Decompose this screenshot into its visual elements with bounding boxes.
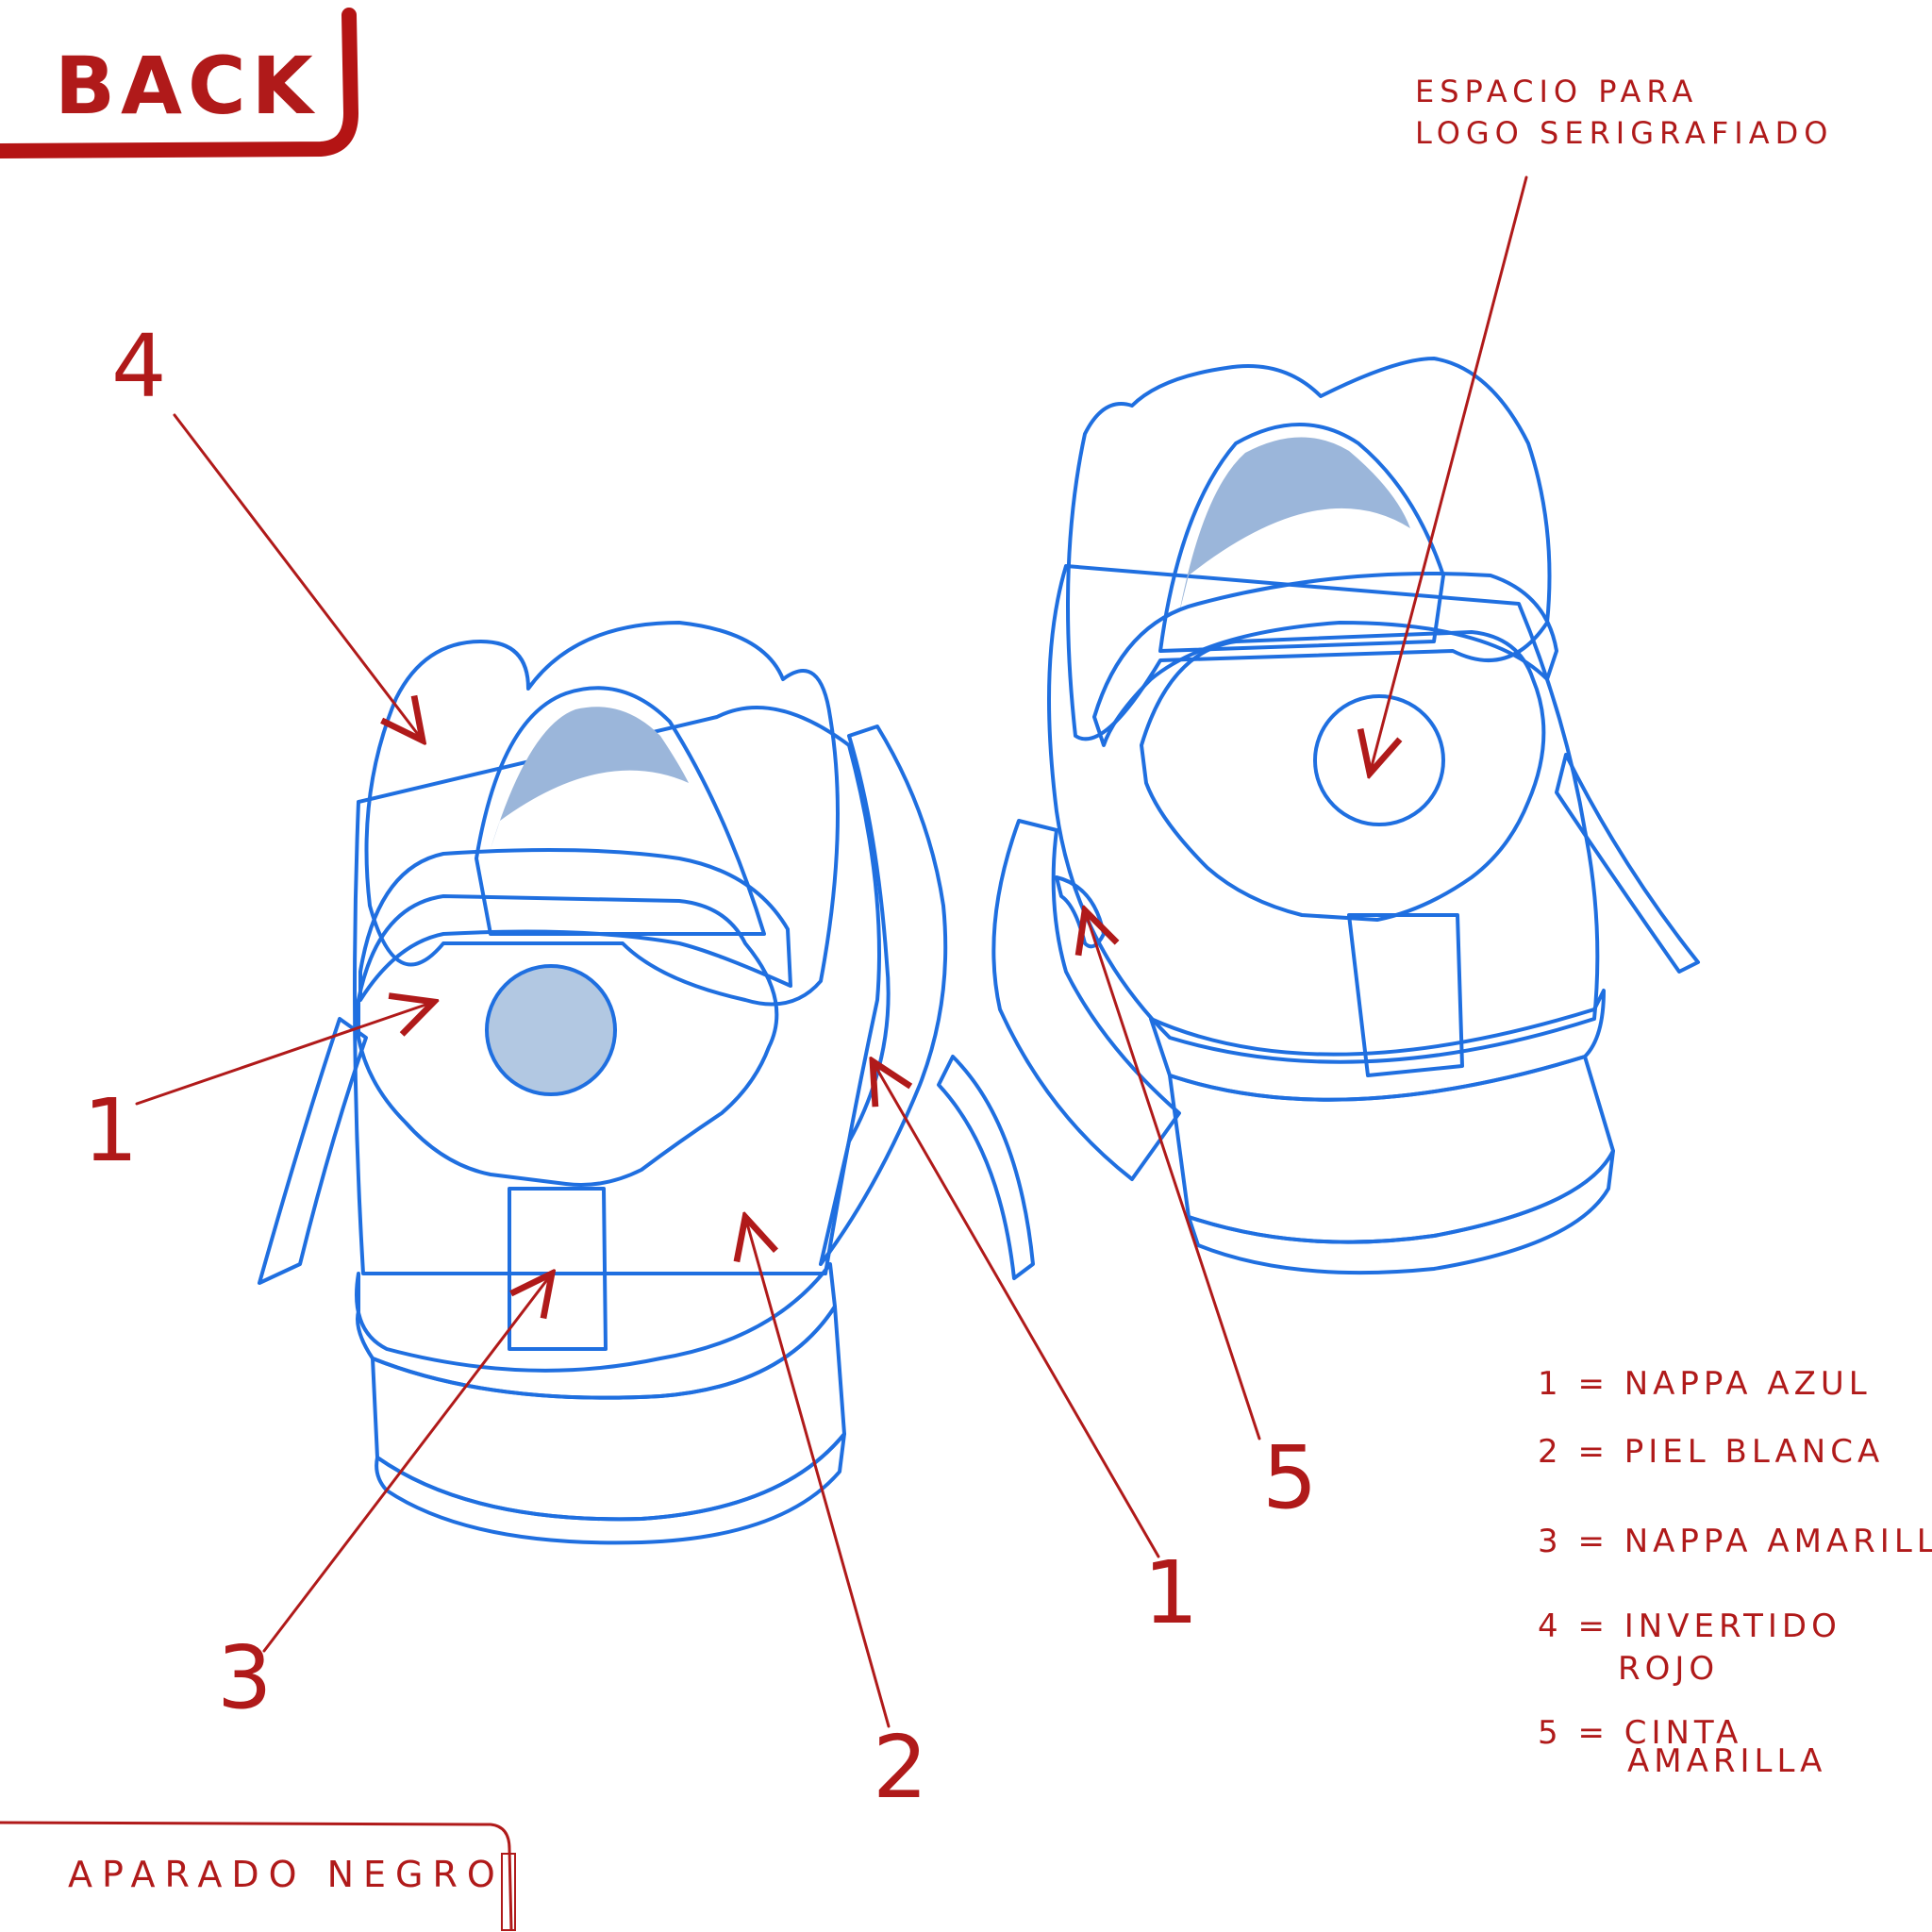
- footer-label: APARADO NEGRO: [68, 1854, 505, 1895]
- left-shoe-heel-counter: [357, 894, 779, 1187]
- left-shoe-outer-upper: [353, 706, 881, 1275]
- right-shoe-heel-counter: [1140, 630, 1546, 922]
- arrow-5: [1085, 910, 1261, 1441]
- footer-frame-accent: [501, 1853, 516, 1931]
- right-shoe-collar-mesh: [1066, 357, 1552, 741]
- legend-item-4-cont: ROJO: [1618, 1650, 1719, 1688]
- material-legend: 1 = NAPPA AZUL 2 = PIEL BLANCA 3 = NAPPA…: [1538, 1365, 1932, 1780]
- right-shoe-tongue: [1158, 423, 1445, 653]
- left-shoe-lace-left: [258, 1017, 368, 1285]
- right-shoe-outer-upper: [1047, 564, 1600, 1064]
- left-shoe-lace-right: [937, 1055, 1035, 1280]
- callout-1-left: 1: [83, 1080, 139, 1181]
- callout-1-right: 1: [1143, 1542, 1199, 1643]
- right-shoe: [991, 357, 1700, 1275]
- legend-item-1: 1 = NAPPA AZUL: [1538, 1365, 1872, 1403]
- callout-5: 5: [1262, 1427, 1318, 1528]
- left-shoe-collar-mesh: [364, 621, 840, 1007]
- logo-note-line-2: LOGO SERIGRAFIADO: [1415, 115, 1833, 151]
- right-shoe-heel-rim: [1092, 572, 1558, 747]
- arrow-4: [173, 413, 423, 741]
- arrow-1-right: [873, 1061, 1160, 1558]
- legend-item-5-cont: AMARILLA: [1627, 1742, 1826, 1780]
- arrow-1-left: [135, 1002, 434, 1106]
- arrow-3: [262, 1274, 552, 1653]
- left-shoe-heel-rim: [358, 848, 792, 1002]
- logo-note-line-1: ESPACIO PARA: [1415, 74, 1698, 109]
- left-shoe-logo-spot: [487, 966, 615, 1094]
- left-shoe-tongue-highlight: [491, 707, 689, 849]
- right-shoe-outsole-band: [1187, 1149, 1615, 1275]
- arrow-logo: [1370, 175, 1528, 774]
- legend-item-2: 2 = PIEL BLANCA: [1538, 1433, 1884, 1471]
- right-shoe-logo-circle: [1313, 694, 1445, 826]
- right-shoe-midsole: [1149, 989, 1606, 1102]
- page-title: BACK: [55, 40, 319, 132]
- callout-2: 2: [873, 1717, 928, 1818]
- left-shoe-outsole-band: [375, 1432, 846, 1545]
- left-shoe-logo-circle: [485, 964, 617, 1096]
- left-shoe-heel-strip: [508, 1187, 608, 1351]
- right-shoe-tongue-highlight: [1179, 437, 1410, 613]
- footer-frame: [0, 1821, 513, 1931]
- arrow-2: [745, 1217, 891, 1728]
- legend-item-5: 5 = CINTA: [1538, 1714, 1742, 1752]
- callout-4: 4: [111, 316, 167, 417]
- left-shoe-side-panel: [819, 724, 948, 1266]
- legend-item-4: 4 = INVERTIDO: [1538, 1607, 1841, 1645]
- right-shoe-outsole-white: [1168, 1055, 1615, 1244]
- left-shoe: [258, 621, 1035, 1545]
- right-shoe-side-panel: [991, 819, 1181, 1181]
- callout-3: 3: [217, 1627, 273, 1728]
- left-shoe-tongue: [475, 686, 766, 936]
- legend-item-3: 3 = NAPPA AMARILLA: [1538, 1523, 1932, 1560]
- right-shoe-lace-right: [1555, 753, 1700, 974]
- header-frame: [0, 8, 359, 158]
- right-shoe-heel-strip: [1347, 913, 1464, 1077]
